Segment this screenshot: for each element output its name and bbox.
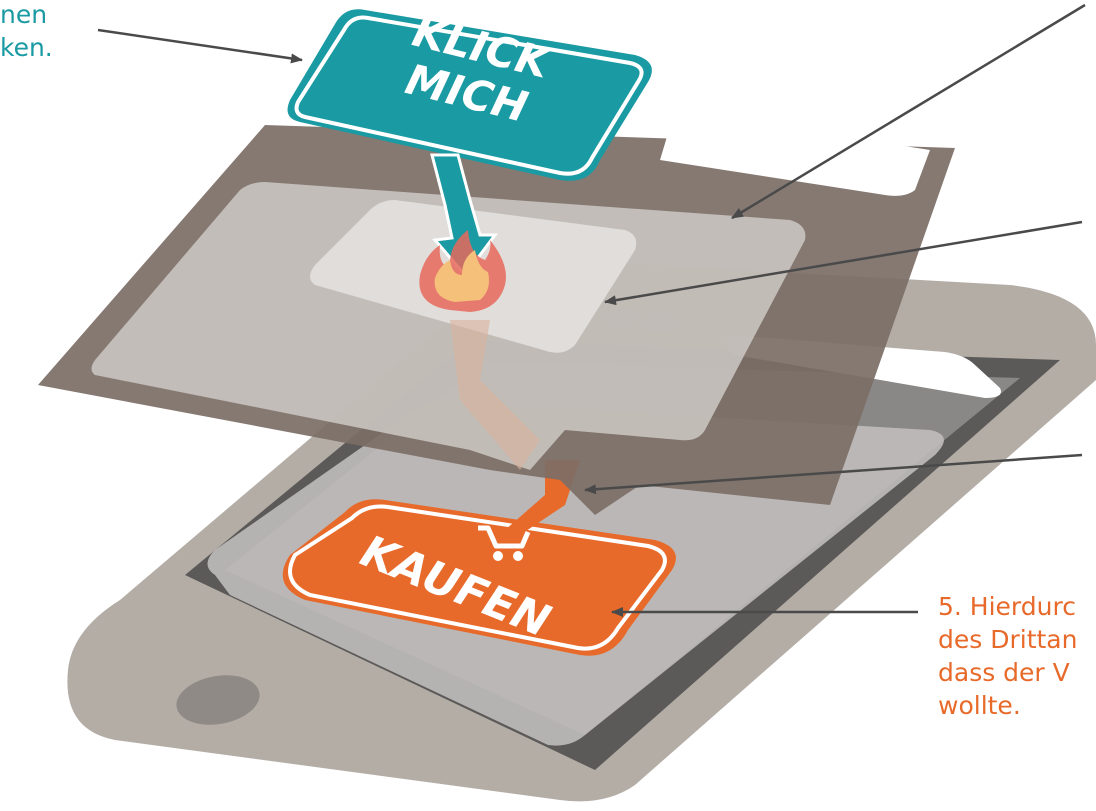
arrow-to-overlay [731, 3, 1086, 220]
overlay-address-bar [660, 110, 930, 196]
annotation-top-left: nen ken. [0, 0, 53, 62]
arrow-down-icon [430, 153, 498, 278]
flame-icon [419, 230, 506, 312]
kaufen-button[interactable]: KAUFEN [282, 499, 676, 656]
arrow-to-click-path [584, 453, 1083, 495]
click-path-ghost [450, 320, 540, 470]
pointer-arrows [97, 3, 1086, 617]
annotation-bottom-right: 5. Hierdurc des Drittan dass der V wollt… [938, 592, 1078, 720]
arrow-to-klick-mich [97, 28, 303, 64]
shopping-cart-icon [478, 525, 531, 561]
klick-mich-button[interactable]: KLICK MICH [287, 7, 652, 181]
arrow-to-target [604, 220, 1083, 306]
phone-home-button[interactable] [172, 669, 263, 731]
transparent-overlay-layer [38, 110, 955, 515]
